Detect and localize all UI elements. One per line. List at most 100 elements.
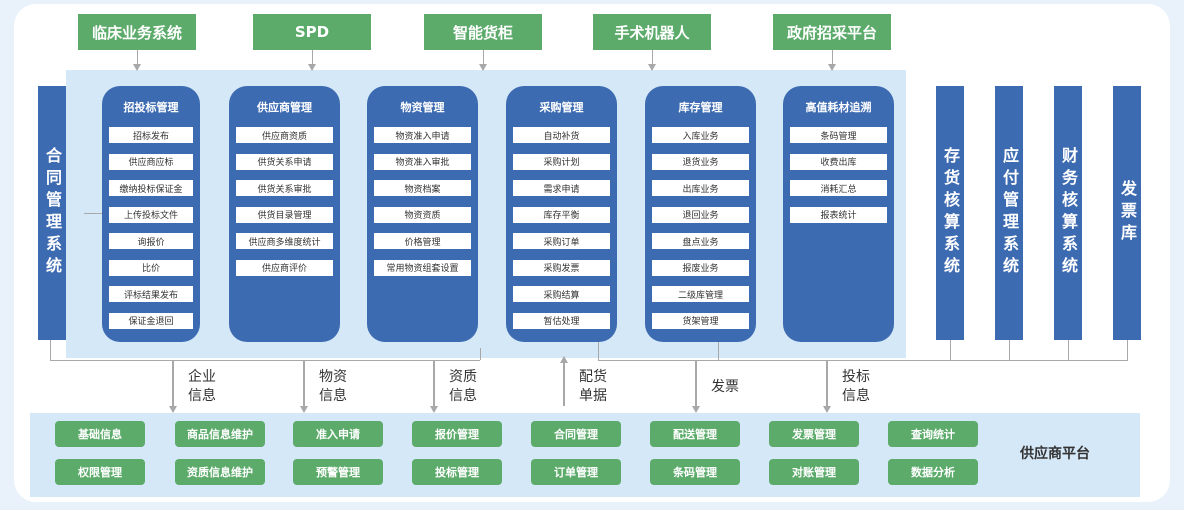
module-column: 供应商管理供应商资质供货关系申请供货关系审批供货目录管理供应商多维度统计供应商评…	[229, 86, 340, 342]
module-item[interactable]: 采购订单	[513, 233, 610, 249]
connector-line	[137, 50, 138, 70]
flow-line	[563, 360, 565, 406]
connector-line	[50, 340, 51, 360]
connector-line	[50, 360, 480, 361]
module-item[interactable]: 评标结果发布	[109, 286, 193, 302]
module-item[interactable]: 供货关系审批	[236, 180, 333, 196]
flow-line	[826, 360, 828, 406]
top-system-box: 智能货柜	[424, 14, 542, 50]
flow-label-text: 投标信息	[842, 369, 870, 404]
module-item[interactable]: 比价	[109, 259, 193, 276]
module-column: 高值耗材追溯条码管理收费出库消耗汇总报表统计	[783, 86, 894, 342]
supplier-function-button[interactable]: 基础信息	[55, 421, 145, 447]
module-item[interactable]: 需求申请	[513, 180, 610, 196]
module-item[interactable]: 招标发布	[109, 127, 193, 143]
supplier-function-button[interactable]: 预警管理	[293, 459, 383, 485]
module-item[interactable]: 采购发票	[513, 259, 610, 276]
module-item[interactable]: 供应商资质	[236, 127, 333, 143]
supplier-function-button[interactable]: 权限管理	[55, 459, 145, 485]
connector-line	[1127, 340, 1128, 360]
module-item[interactable]: 收费出库	[790, 153, 887, 170]
module-item[interactable]: 入库业务	[652, 127, 749, 143]
module-item[interactable]: 物资准入审批	[374, 153, 471, 170]
module-item[interactable]: 出库业务	[652, 180, 749, 196]
supplier-function-button[interactable]: 配送管理	[650, 421, 740, 447]
flow-label-text: 配货单据	[579, 369, 607, 404]
right-system-box: 存货核算系统	[936, 86, 964, 340]
module-item[interactable]: 供货关系申请	[236, 153, 333, 170]
module-column: 库存管理入库业务退货业务出库业务退回业务盘点业务报废业务二级库管理货架管理	[645, 86, 756, 342]
module-item[interactable]: 物资准入申请	[374, 127, 471, 143]
module-item[interactable]: 报表统计	[790, 206, 887, 223]
module-item[interactable]: 退回业务	[652, 206, 749, 223]
arrow-down-icon	[430, 406, 438, 413]
module-column: 采购管理自动补货采购计划需求申请库存平衡采购订单采购发票采购结算暂估处理	[506, 86, 617, 342]
flow-label: 配货单据	[579, 368, 613, 406]
module-title: 高值耗材追溯	[805, 101, 872, 114]
connector-line	[1068, 340, 1069, 360]
connector-line	[718, 342, 719, 360]
supplier-function-button[interactable]: 准入申请	[293, 421, 383, 447]
module-item[interactable]: 条码管理	[790, 127, 887, 143]
module-item[interactable]: 询报价	[109, 233, 193, 249]
module-item[interactable]: 采购计划	[513, 153, 610, 170]
arrow-down-icon	[300, 406, 308, 413]
module-item[interactable]: 物资资质	[374, 206, 471, 223]
right-system-box: 应付管理系统	[995, 86, 1023, 340]
module-item[interactable]: 上传投标文件	[109, 206, 193, 223]
supplier-function-button[interactable]: 发票管理	[769, 421, 859, 447]
module-item[interactable]: 报废业务	[652, 259, 749, 276]
supplier-function-button[interactable]: 数据分析	[888, 459, 978, 485]
module-item[interactable]: 保证金退回	[109, 312, 193, 329]
supplier-function-button[interactable]: 条码管理	[650, 459, 740, 485]
module-item[interactable]: 物资档案	[374, 180, 471, 196]
module-column: 物资管理物资准入申请物资准入审批物资档案物资资质价格管理常用物资组套设置	[367, 86, 478, 342]
top-system-box: 临床业务系统	[78, 14, 196, 50]
module-item[interactable]: 退货业务	[652, 153, 749, 170]
flow-label-text: 物资信息	[319, 369, 347, 404]
flow-label: 发票	[711, 379, 739, 395]
top-system-box: 手术机器人	[593, 14, 711, 50]
arrow-down-icon	[648, 64, 656, 71]
module-item[interactable]: 货架管理	[652, 312, 749, 329]
arrow-down-icon	[823, 406, 831, 413]
connector-line	[652, 50, 653, 70]
module-item[interactable]: 消耗汇总	[790, 180, 887, 196]
module-item[interactable]: 盘点业务	[652, 233, 749, 249]
supplier-function-button[interactable]: 合同管理	[531, 421, 621, 447]
core-modules-panel	[66, 70, 906, 358]
module-item[interactable]: 供应商应标	[109, 153, 193, 170]
connector-line	[1009, 340, 1010, 360]
flow-line	[303, 360, 305, 406]
arrow-up-icon	[560, 356, 568, 363]
top-system-box: 政府招采平台	[773, 14, 891, 50]
supplier-function-button[interactable]: 资质信息维护	[175, 459, 265, 485]
module-item[interactable]: 采购结算	[513, 286, 610, 302]
module-item[interactable]: 供应商评价	[236, 259, 333, 276]
connector-line	[598, 342, 599, 360]
module-item[interactable]: 暂估处理	[513, 312, 610, 329]
supplier-function-button[interactable]: 报价管理	[412, 421, 502, 447]
module-title: 物资管理	[400, 101, 445, 114]
connector-line	[950, 340, 951, 360]
connector-line	[598, 360, 1128, 361]
flow-label-text: 企业信息	[188, 369, 216, 404]
module-item[interactable]: 供货目录管理	[236, 206, 333, 223]
arrow-down-icon	[133, 64, 141, 71]
top-system-box: SPD	[253, 14, 371, 50]
supplier-function-button[interactable]: 投标管理	[412, 459, 502, 485]
module-item[interactable]: 二级库管理	[652, 286, 749, 302]
module-item[interactable]: 供应商多维度统计	[236, 233, 333, 249]
supplier-function-button[interactable]: 对账管理	[769, 459, 859, 485]
module-item[interactable]: 缴纳投标保证金	[109, 180, 193, 196]
flow-label: 企业信息	[188, 368, 222, 406]
connector-line	[480, 348, 481, 360]
supplier-function-button[interactable]: 订单管理	[531, 459, 621, 485]
module-item[interactable]: 自动补货	[513, 127, 610, 143]
module-item[interactable]: 常用物资组套设置	[374, 259, 471, 276]
module-item[interactable]: 库存平衡	[513, 206, 610, 223]
supplier-function-button[interactable]: 查询统计	[888, 421, 978, 447]
module-column: 招投标管理招标发布供应商应标缴纳投标保证金上传投标文件询报价比价评标结果发布保证…	[102, 86, 200, 342]
module-item[interactable]: 价格管理	[374, 233, 471, 249]
supplier-function-button[interactable]: 商品信息维护	[175, 421, 265, 447]
